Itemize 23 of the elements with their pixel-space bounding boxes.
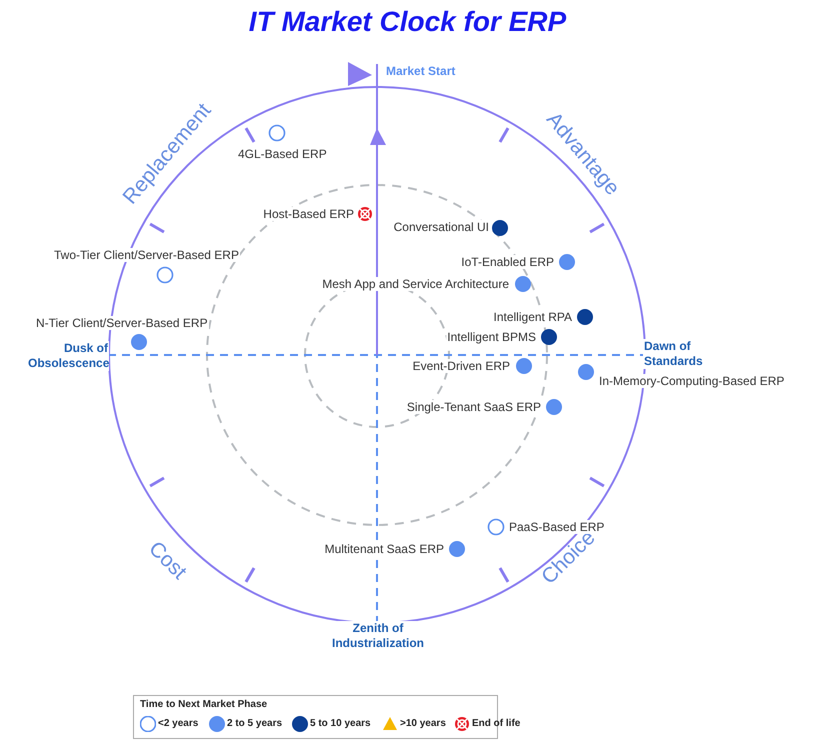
technology-label: Host-Based ERP: [262, 207, 355, 221]
legend-label: 5 to 10 years: [310, 718, 371, 729]
axis-label: Dusk of Obsolescence: [27, 341, 109, 371]
technology-label: Event-Driven ERP: [412, 359, 511, 373]
legend-label: <2 years: [158, 718, 198, 729]
technology-label: Mesh App and Service Architecture: [321, 277, 510, 291]
technology-label: Conversational UI: [392, 220, 490, 234]
technology-label: Intelligent BPMS: [446, 330, 537, 344]
technology-label: Intelligent RPA: [492, 310, 573, 324]
legend-label: End of life: [472, 718, 520, 729]
technology-label: In-Memory-Computing-Based ERP: [598, 374, 786, 388]
legend-label: >10 years: [400, 718, 446, 729]
axis-label: Market Start: [385, 64, 456, 78]
technology-label: PaaS-Based ERP: [508, 520, 606, 534]
technology-label: IoT-Enabled ERP: [460, 255, 555, 269]
technology-label: Single-Tenant SaaS ERP: [406, 400, 542, 414]
technology-label: 4GL-Based ERP: [237, 147, 328, 161]
technology-label: N-Tier Client/Server-Based ERP: [35, 316, 209, 330]
chart-title: IT Market Clock for ERP: [248, 6, 568, 38]
technology-label: Multitenant SaaS ERP: [324, 542, 445, 556]
legend-heading: Time to Next Market Phase: [140, 699, 268, 710]
technology-label: Two-Tier Client/Server-Based ERP: [53, 248, 240, 262]
legend-label: 2 to 5 years: [227, 718, 282, 729]
